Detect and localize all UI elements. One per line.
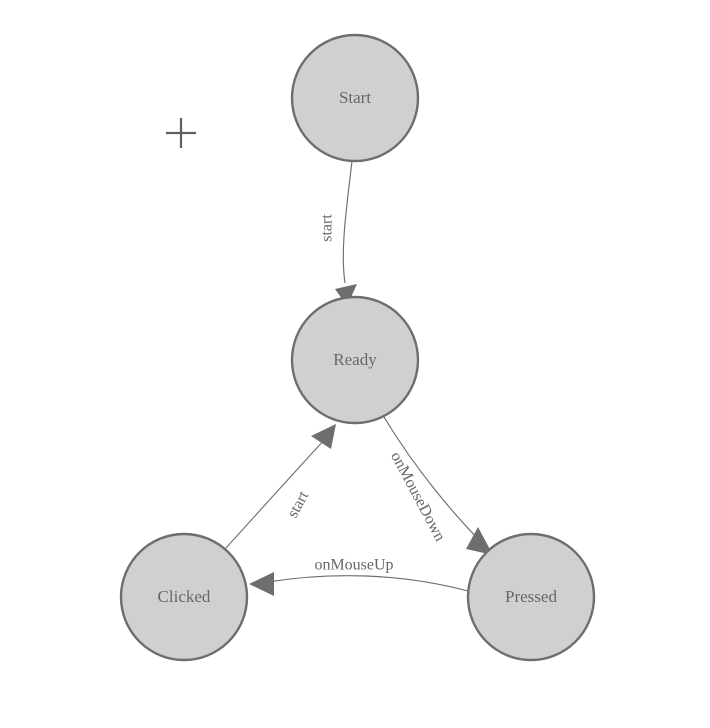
arrowhead-into-pressed (466, 527, 493, 555)
node-ready-circle[interactable] (290, 295, 420, 425)
arrowhead-into-ready-bottom (311, 424, 336, 449)
node-clicked[interactable]: Clicked (119, 532, 249, 662)
node-start-circle[interactable] (290, 33, 420, 163)
node-pressed-circle[interactable] (466, 532, 596, 662)
edge-label-start-to-ready: start (319, 214, 336, 242)
arrowhead-into-clicked (249, 572, 274, 596)
edge-path-ready-to-pressed (383, 416, 487, 548)
edge-path-start-to-ready (342, 160, 353, 284)
edge-label-pressed-to-clicked: onMouseUp (314, 557, 393, 574)
node-pressed[interactable]: Pressed (466, 532, 596, 662)
edge-start-to-ready[interactable]: start (319, 160, 357, 306)
edge-label-clicked-to-ready: start (284, 488, 312, 521)
edge-clicked-to-ready[interactable]: start (224, 424, 336, 550)
crosshair-cursor-icon (166, 118, 196, 148)
node-ready[interactable]: Ready (290, 295, 420, 425)
edge-path-pressed-to-clicked (267, 575, 469, 592)
node-start[interactable]: Start (290, 33, 420, 163)
arrowhead-into-ready-top (335, 284, 357, 306)
edge-pressed-to-clicked[interactable]: onMouseUp (249, 557, 469, 596)
edge-ready-to-pressed[interactable]: onMouseDown (383, 416, 493, 555)
node-clicked-circle[interactable] (119, 532, 249, 662)
edge-label-ready-to-pressed: onMouseDown (387, 449, 448, 544)
edge-path-clicked-to-ready (224, 436, 328, 550)
